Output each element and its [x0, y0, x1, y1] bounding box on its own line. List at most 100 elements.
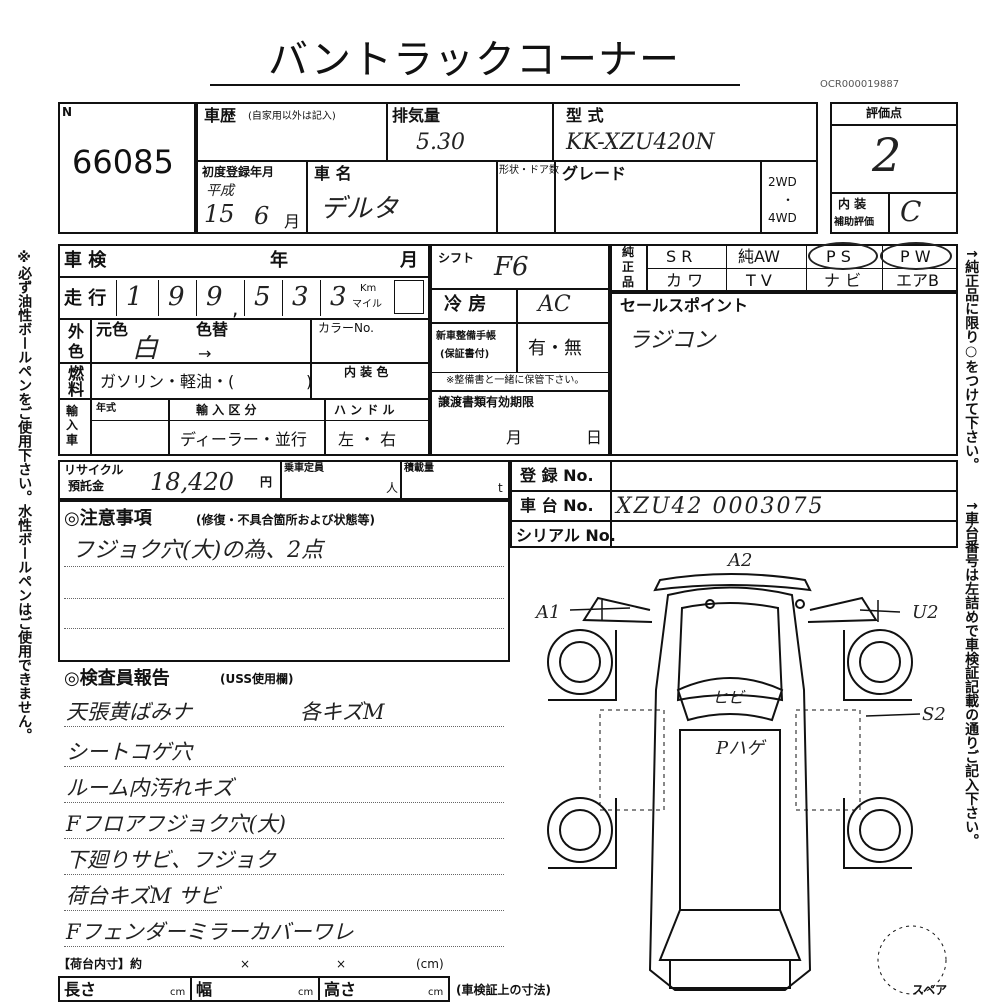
aircon-label: 冷 房 [444, 294, 487, 315]
sa-hline-4 [430, 390, 610, 392]
service-book-label: 新車整備手帳 [436, 331, 496, 342]
recycle-label-1: リサイクル [64, 463, 124, 477]
inspector-line-1: 天張黄ばみナ [66, 700, 192, 724]
notes-line-1 [64, 566, 504, 567]
notes-line-1-text: フジョク穴(大)の為、2点 [72, 538, 324, 563]
transfer-month-unit: 月 [506, 428, 523, 447]
mileage-digit-cell [244, 280, 280, 316]
recycle-grid [58, 460, 510, 500]
top-info-grid [196, 102, 818, 234]
sales-point-value: ラジコン [628, 328, 716, 353]
capacity-label: 乗車定員 [284, 463, 324, 474]
title-underline [210, 84, 740, 86]
rg-hline-1 [510, 490, 958, 492]
top-grid-vline-4 [496, 160, 498, 234]
service-book-note: ※整備書と一緒に保管下さい。 [446, 375, 585, 386]
transfer-label: 譲渡書類有効期限 [438, 395, 535, 409]
vi-vline-1 [90, 318, 92, 456]
rg-hline-2 [510, 520, 958, 522]
rc-vline-2 [400, 460, 402, 500]
top-grid-vline-6 [760, 160, 762, 234]
history-note: (自家用以外は記入) [248, 111, 336, 122]
top-grid-vline-5 [554, 160, 556, 234]
cd-vline-1 [190, 976, 192, 1000]
inspection-label: 車 検 [64, 250, 107, 271]
sa-hline-1 [430, 288, 610, 290]
form-code: OCR000019887 [820, 79, 900, 90]
drive-4wd: 4WD [768, 211, 797, 225]
side-note-right-2: ↑車台番号は左詰めで車検証記載の通りご記入下さい。 [963, 500, 980, 848]
equip-alloy-wheel: 純AW [738, 247, 780, 266]
cargo-x1: × [240, 957, 251, 971]
model-type-label: 型 式 [566, 106, 604, 125]
inspection-month-unit: 月 [400, 250, 418, 271]
color-code-label: カラーNo. [318, 321, 374, 335]
vi-hline-3 [58, 362, 430, 364]
top-grid-vline-3 [306, 160, 308, 234]
load-unit: t [498, 481, 503, 495]
first-reg-month-unit: 月 [284, 212, 301, 231]
vi-vline-4 [324, 400, 326, 456]
changed-color-arrow: → [198, 344, 212, 363]
inspector-line-6: 荷台キズM サビ [66, 884, 221, 908]
cargo-x2: × [336, 957, 347, 971]
lot-box [58, 102, 196, 234]
serial-no-label: シリアル No. [516, 526, 616, 545]
mark-roof: Pハゲ [716, 738, 765, 759]
mileage-comma: , [232, 296, 239, 320]
shift-ac-grid [430, 244, 610, 456]
equip-label-2: 正 [622, 260, 635, 274]
rg-vline [610, 460, 612, 548]
top-grid-vline-2 [552, 102, 554, 160]
inspector-line-7: Fフェンダーミラーカバーワレ [66, 920, 354, 944]
insp-line-4 [64, 838, 504, 839]
inspector-line-3: ルーム内汚れキズ [66, 776, 234, 800]
inspector-extra: 各キズM [300, 700, 385, 724]
insp-line-1 [64, 726, 504, 727]
equip-label-3: 品 [622, 275, 635, 289]
vi-hline-4 [58, 398, 430, 400]
insp-line-5 [64, 874, 504, 875]
mileage-label: 走 行 [64, 288, 107, 309]
mark-s2: S2 [922, 704, 946, 725]
interior-sub-label: 補助評価 [834, 217, 874, 228]
load-label: 積載量 [404, 463, 434, 474]
chassis-no-value: XZU42 0003075 [616, 494, 825, 519]
notes-label: ◎注意事項 [64, 508, 152, 529]
mileage-extra-cell [394, 280, 424, 314]
car-name-value: デルタ [320, 194, 399, 224]
lot-label: N [62, 105, 73, 119]
sales-point-box [610, 292, 958, 456]
mileage-digit-cell [158, 280, 194, 316]
cargo-len-label: 長さ [64, 980, 97, 999]
cargo-len-cm: cm [170, 987, 186, 998]
insp-line-7 [64, 946, 504, 947]
first-reg-month: 6 [254, 202, 270, 230]
shift-label: シフト [438, 251, 475, 265]
chassis-no-label: 車 台 No. [520, 496, 594, 515]
import-label: 輸入車 [66, 404, 79, 447]
displacement-value: 5.30 [416, 130, 465, 155]
eq-vline-0 [646, 244, 648, 292]
eq-vline-2 [806, 244, 807, 292]
mileage-digit-cell [116, 280, 152, 316]
page-title: バントラックコーナー [268, 37, 680, 83]
eq-vline-1 [726, 244, 727, 292]
reg-no-label: 登 録 No. [520, 466, 594, 485]
notes-box [58, 500, 510, 662]
interior-color-label: 内 装 色 [344, 365, 389, 379]
side-note-right-1: ↑純正品に限り○をつけて下さい。 [963, 248, 980, 472]
mileage-digit: 1 [126, 282, 143, 312]
top-grid-vline-1 [386, 102, 388, 160]
equip-tv: T V [746, 271, 772, 290]
side-note-left: ※必ず油性ボールペンをご使用下さい。水性ボールペンはご使用できません。 [16, 250, 33, 742]
mileage-digit: 3 [330, 282, 347, 312]
first-reg-year: 15 [204, 200, 235, 228]
fuel-options: ガソリン・軽油・( [100, 372, 235, 391]
rating-hline-2 [830, 192, 958, 194]
drive-2wd: 2WD [768, 175, 797, 189]
drive-dot: ・ [782, 193, 795, 207]
mileage-unit-mile: マイル [352, 299, 382, 310]
vehicle-diagram [547, 573, 947, 995]
sa-vline [516, 288, 518, 372]
